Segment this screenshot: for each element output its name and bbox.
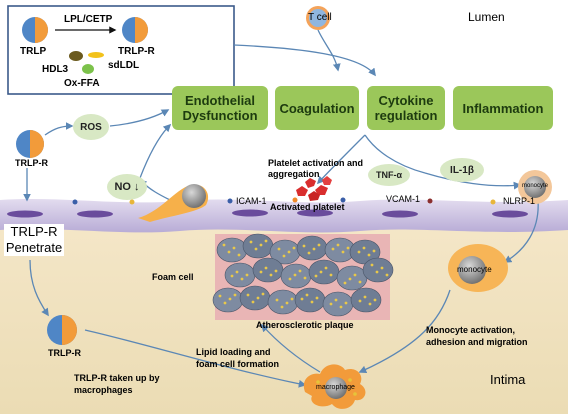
icam-label: ICAM-1 bbox=[236, 196, 267, 206]
process-endothelial-dysfunction: Endothelial Dysfunction bbox=[172, 86, 268, 130]
tcell-label: T cell bbox=[308, 12, 332, 23]
uptake-arrow bbox=[84, 329, 307, 388]
monocyte-to-wall-arrow bbox=[503, 199, 539, 263]
inset-enzyme-label: LPL/CETP bbox=[64, 14, 113, 25]
trlp-r-left-label: TRLP-R bbox=[15, 158, 48, 168]
no-oval: NO ↓ bbox=[107, 174, 147, 200]
tnf-alpha-oval: TNF-α bbox=[368, 164, 410, 186]
trlp-r-particle-icon bbox=[122, 17, 148, 43]
nlrp-label: NLRP-1 bbox=[503, 196, 536, 206]
trlp-r-intima-icon bbox=[47, 315, 77, 345]
activated-platelet-label: Activated platelet bbox=[270, 202, 345, 212]
trlp-r-left-icon bbox=[16, 130, 44, 158]
uptake-label: TRLP-R taken up by macrophages bbox=[74, 373, 160, 395]
il-1b-oval: IL-1β bbox=[440, 158, 484, 182]
plaque-label: Atherosclerotic plaque bbox=[256, 320, 354, 330]
to-monocyte-arrow bbox=[424, 172, 522, 190]
tcell-icon bbox=[306, 6, 330, 30]
trlp-r-intima-label: TRLP-R bbox=[48, 348, 81, 358]
process-cytokine-regulation: Cytokine regulation bbox=[367, 86, 445, 130]
sdldl-particle-icon bbox=[88, 52, 104, 58]
intima-label: Intima bbox=[490, 372, 526, 387]
adhered-monocyte-icon bbox=[138, 184, 209, 222]
oxffa-particle-icon bbox=[82, 64, 94, 74]
inset-hdl3-label: HDL3 bbox=[42, 64, 69, 75]
monocyte-lumen-icon bbox=[518, 170, 552, 204]
vcam-label: VCAM-1 bbox=[386, 194, 421, 204]
tcell-arrow bbox=[317, 29, 341, 72]
platelet-activation-label: Platelet activation and aggregation bbox=[268, 158, 364, 179]
lipid-loading-label: Lipid loading and foam cell formation bbox=[196, 347, 280, 369]
endothelium-layer bbox=[0, 199, 568, 233]
inset-to-process-arrow bbox=[233, 44, 376, 77]
hdl3-particle-icon bbox=[69, 51, 83, 61]
macrophage-icon bbox=[303, 364, 366, 409]
trlp-to-ros-arrow bbox=[44, 122, 74, 136]
ros-to-endo-arrow bbox=[109, 109, 170, 127]
process-inflammation: Inflammation bbox=[453, 86, 553, 130]
inset-box bbox=[7, 5, 235, 95]
wall-to-macrophage-arrow bbox=[358, 289, 451, 373]
monocyte-activation-label: Monocyte activation, adhesion and migrat… bbox=[426, 325, 528, 347]
to-platelet-arrow bbox=[316, 134, 366, 185]
platelet-cluster-icon bbox=[296, 176, 332, 201]
macrophage-to-plaque-arrow bbox=[260, 323, 321, 373]
ros-oval: ROS bbox=[73, 114, 109, 140]
inset-trlp-r-label: TRLP-R bbox=[118, 46, 155, 57]
foam-cells bbox=[212, 233, 394, 317]
process-coagulation: Coagulation bbox=[275, 86, 359, 130]
trlp-r-penetrate-label: TRLP-R Penetrate bbox=[4, 224, 64, 256]
inset-oxffa-label: Ox-FFA bbox=[64, 78, 100, 89]
monocyte-lumen-label: monocyte bbox=[522, 183, 549, 189]
monocyte-wall-icon bbox=[448, 244, 508, 292]
inset-sdldl-label: sdLDL bbox=[108, 60, 140, 71]
lumen-label: Lumen bbox=[468, 10, 505, 24]
process-to-right-arrow bbox=[364, 134, 426, 174]
no-to-endo-arrow bbox=[139, 123, 172, 179]
macrophage-label: macrophage bbox=[316, 384, 355, 391]
foam-cell-label: Foam cell bbox=[152, 272, 194, 282]
trlp-particle-icon bbox=[22, 17, 48, 43]
monocyte-wall-label: monocyte bbox=[457, 265, 492, 274]
inset-trlp-label: TRLP bbox=[20, 46, 47, 57]
penetrate-down-arrow bbox=[29, 259, 49, 317]
